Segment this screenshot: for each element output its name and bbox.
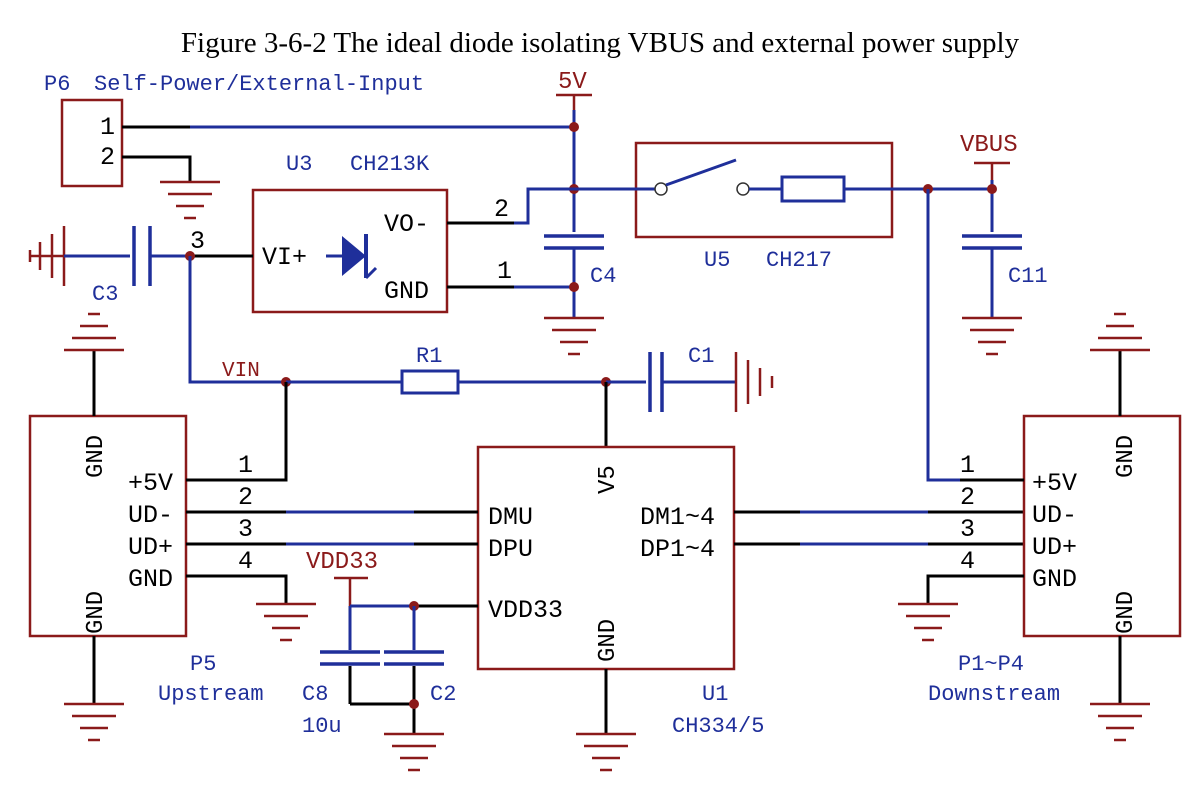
u5-ref: U5 [704,248,730,273]
figure-title: Figure 3-6-2 The ideal diode isolating V… [181,27,1020,59]
ground-symbol-p1p4-bottom [1090,702,1150,742]
c8-value: 10u [302,714,342,739]
u1-gnd-label: GND [595,619,622,662]
capacitor-c8: C8 10u [302,606,380,739]
capacitor-c4: C4 [544,234,616,318]
p5-body [28,414,188,638]
c3-label: C3 [92,282,118,307]
p1p4-pin1: 1 [960,451,975,480]
ic-u1-ch334: V5 DMU DPU VDD33 GND DM1~4 DP1~4 U1 CH33… [476,445,764,739]
net-vbus: VBUS [923,132,1018,232]
u1-part: CH334/5 [672,714,764,739]
ground-symbol-p6 [160,180,220,220]
p1p4-udp-label: UD+ [1032,533,1077,562]
capacitor-c2: C2 [384,606,456,734]
p1p4-gnd-label: GND [1032,565,1077,594]
p5-pin2: 2 [238,483,253,512]
switch-u5-ch217: U5 CH217 [574,141,928,273]
p1p4-pin4: 4 [960,547,975,576]
ground-symbol-p5-top [64,312,124,352]
u3-pin2: 2 [494,195,509,224]
u1-dp-label: DP1~4 [640,535,715,564]
ic-u3-ch213k: U3 CH213K VI+ VO- GND 2 1 3 [190,152,574,314]
p1p4-pin3: 3 [960,515,975,544]
p6-pin1: 1 [100,113,115,142]
u3-part: CH213K [350,152,430,177]
p5-pin1: 1 [238,451,253,480]
p1p4-pin2: 2 [960,483,975,512]
resistor-r1: R1 [400,344,606,395]
ground-symbol-p1p4-top [1090,312,1150,352]
ground-symbol-p5-pin4 [256,602,316,642]
p6-pin2: 2 [100,143,115,172]
c8-label: C8 [302,682,328,707]
p1p4-gnd-top: GND [1113,435,1140,478]
p1p4-udm-label: UD- [1032,501,1077,530]
p5-5v-label: +5V [128,469,173,498]
p1p4-gnd-bottom: GND [1113,591,1140,634]
c4-label: C4 [590,264,616,289]
u3-vo-label: VO- [384,210,429,239]
p5-ref: P5 [190,652,216,677]
c11-label: C11 [1008,264,1048,289]
ground-symbol-c4 [544,316,604,356]
p5-gnd-label: GND [128,565,173,594]
u3-gnd-label: GND [384,277,429,306]
p5-desc: Upstream [158,682,264,707]
u1-v5-label: V5 [595,465,622,494]
p1p4-ref: P1~P4 [958,652,1024,677]
u3-pin3: 3 [190,227,205,256]
p5-udm-label: UD- [128,501,173,530]
p5-gnd-bottom: GND [83,591,110,634]
u1-ref: U1 [702,682,728,707]
ground-symbol-c2 [384,732,444,772]
net-5v-label: 5V [558,69,587,96]
u3-pin1: 1 [497,257,512,286]
u3-body [251,188,449,314]
capacitor-c1: C1 [606,344,774,412]
ground-symbol-u1 [576,732,636,772]
c1-label: C1 [688,344,714,369]
net-vbus-label: VBUS [960,132,1018,159]
ground-symbol-c11 [962,316,1022,356]
u3-vi-label: VI+ [262,243,307,272]
u1-dpu-label: DPU [488,535,533,564]
u1-vdd33-label: VDD33 [488,596,563,625]
p5-pin4: 4 [238,547,253,576]
ground-symbol-p1p4-pin4 [898,602,958,642]
p5-pin3: 3 [238,515,253,544]
net-vdd33: VDD33 [306,549,478,611]
capacitor-c3: C3 [28,226,190,307]
u1-dmu-label: DMU [488,503,533,532]
net-vdd33-label: VDD33 [306,549,378,576]
r1-label: R1 [416,344,442,369]
p1p4-body [1022,414,1182,638]
capacitor-c11: C11 [962,234,1048,318]
p5-gnd-top: GND [83,435,110,478]
p1p4-desc: Downstream [928,682,1060,707]
p6-name: Self-Power/External-Input [94,72,424,97]
ground-symbol-p5-bottom [64,702,124,742]
p1p4-5v-label: +5V [1032,469,1077,498]
c2-label: C2 [430,682,456,707]
connector-p6: P6 Self-Power/External-Input 1 2 [44,72,574,188]
connector-p1p4-downstream: GND GND +5V UD- UD+ GND P1~P4 Downstream… [926,350,1182,707]
net-5v: 5V [556,69,592,232]
u1-dm-label: DM1~4 [640,503,715,532]
diode-icon [326,234,378,280]
net-vin-label: VIN [222,360,260,383]
p5-udp-label: UD+ [128,533,173,562]
net-vin: VIN [222,360,402,387]
connector-p5-upstream: GND GND +5V UD- UD+ GND P5 Upstream 1 2 … [28,350,478,707]
p6-body [60,98,124,188]
u5-part: CH217 [766,248,832,273]
p6-ref: P6 [44,72,70,97]
u3-ref: U3 [286,152,312,177]
